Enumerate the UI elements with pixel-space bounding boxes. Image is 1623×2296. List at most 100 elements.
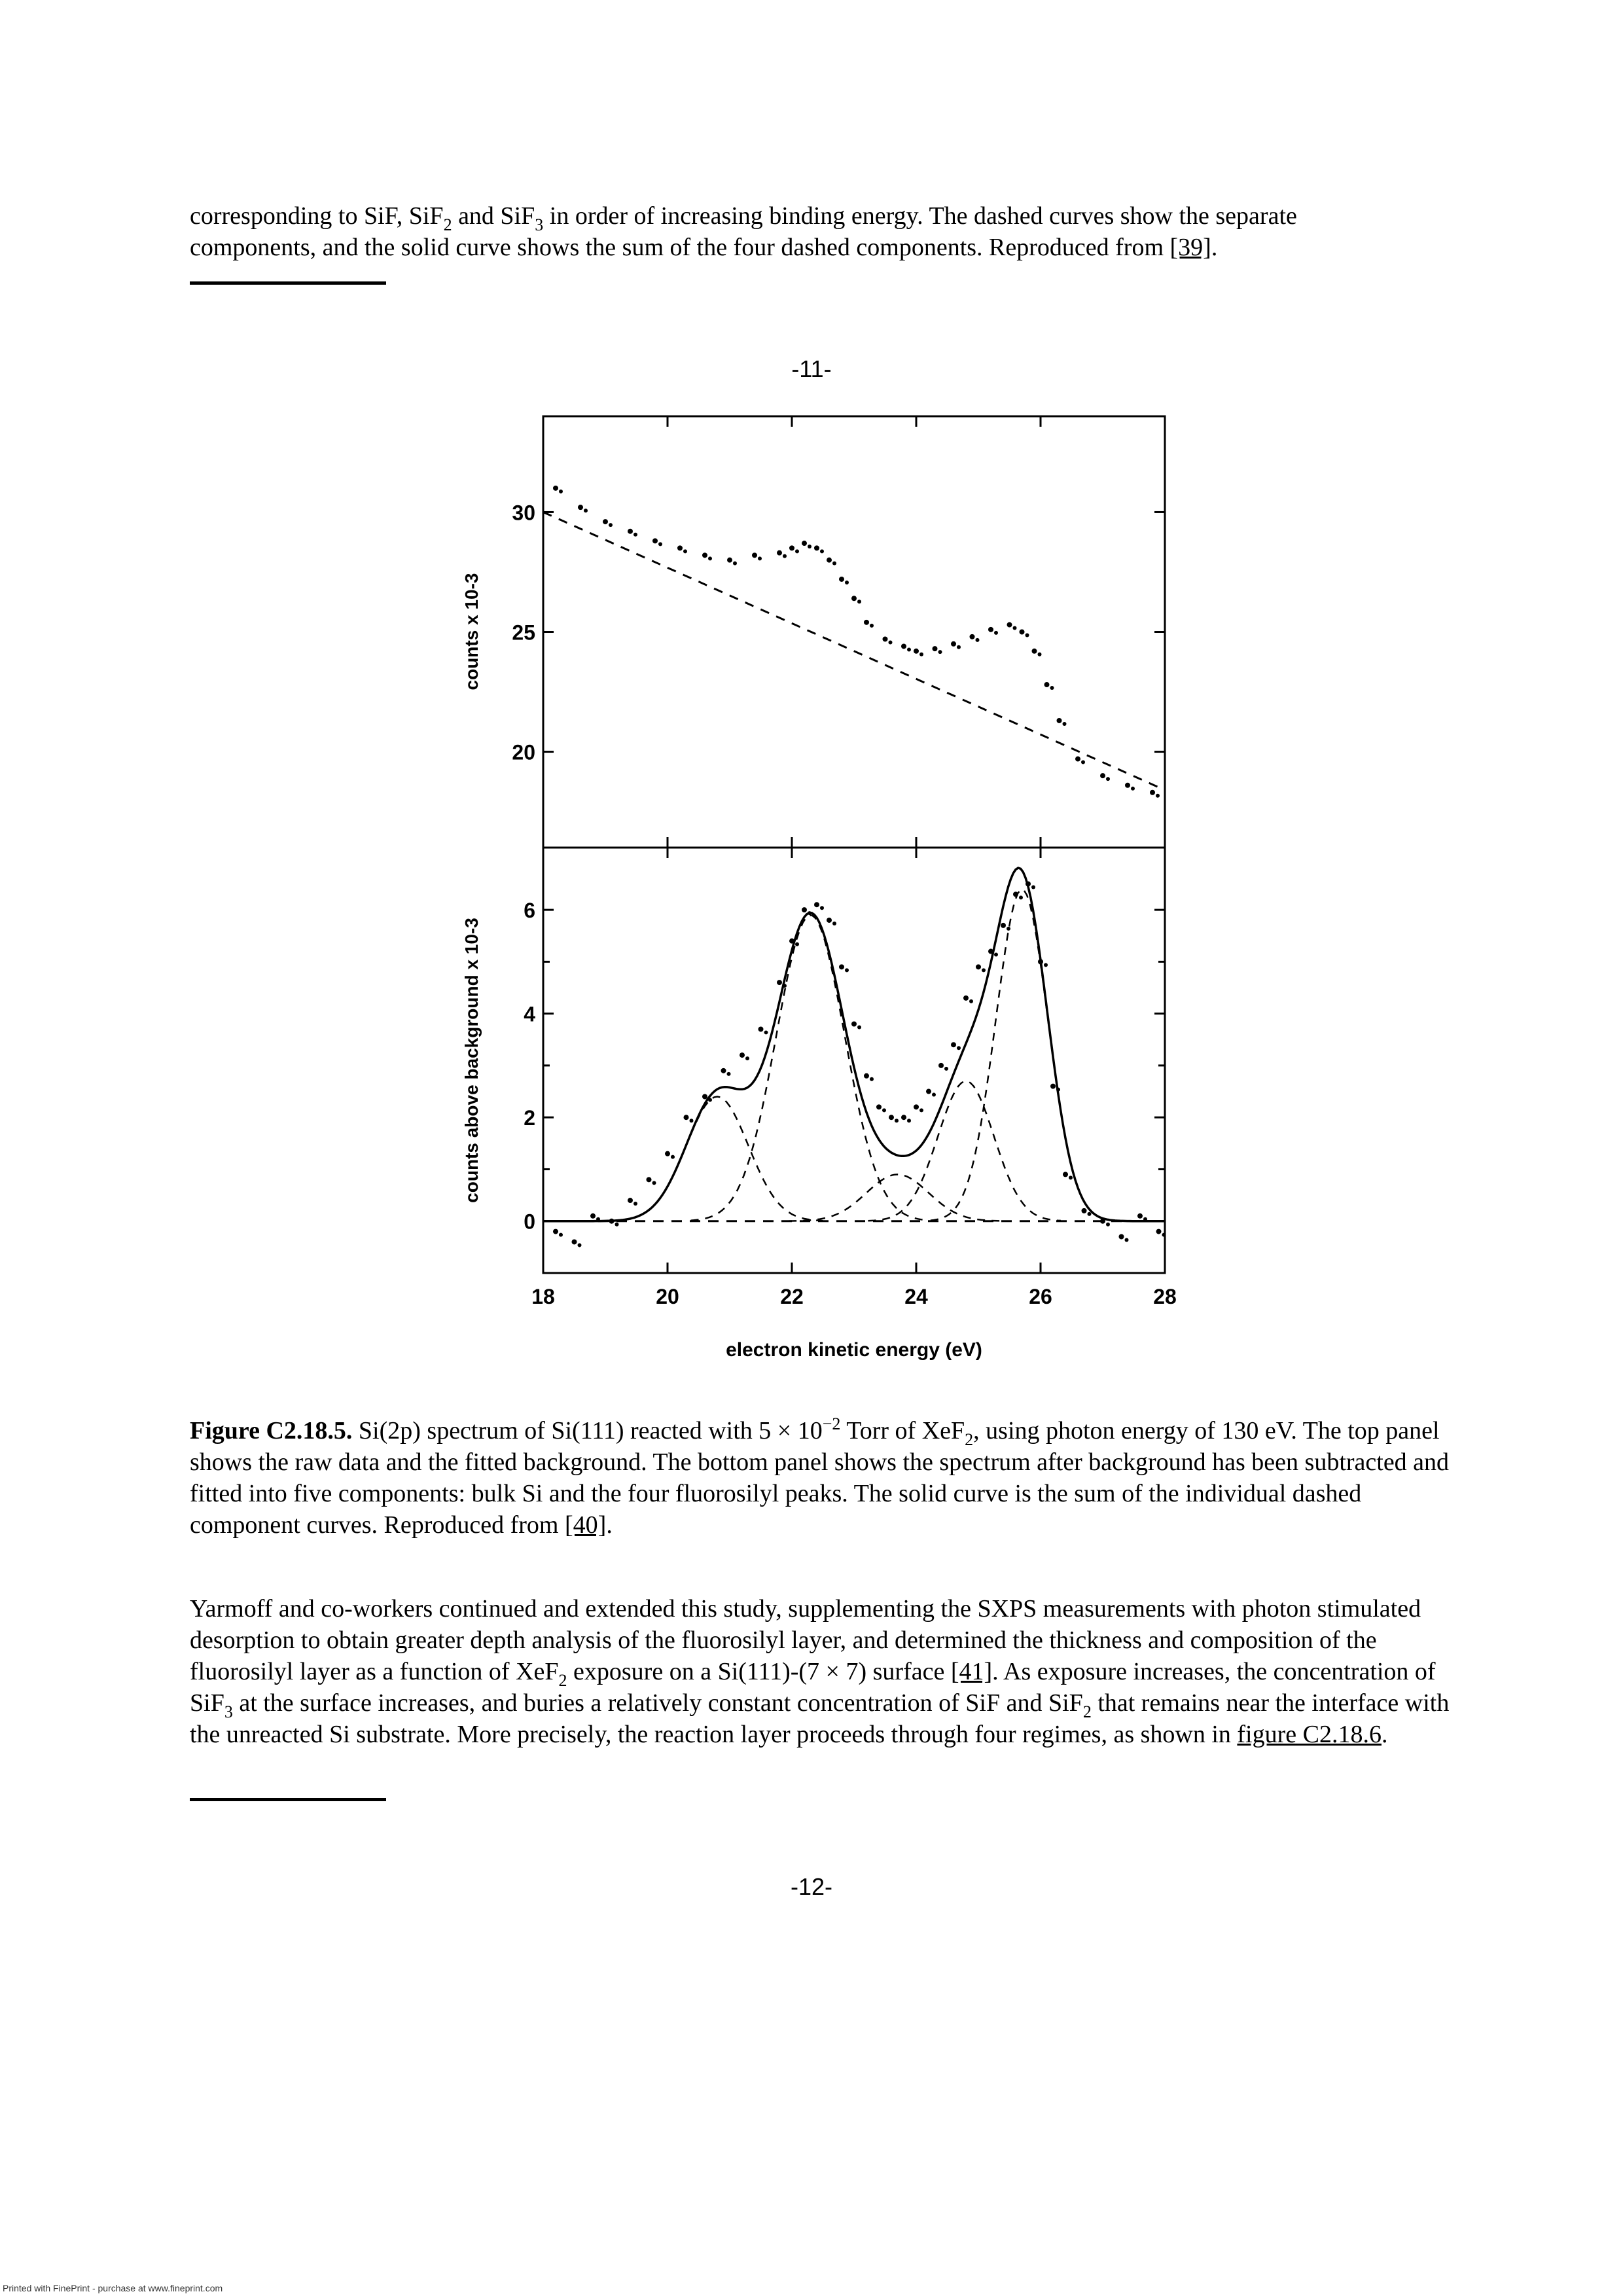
data-point (1013, 891, 1018, 897)
text-run: . As exposure increases, the concentrati… (190, 1658, 1436, 1717)
data-point (1007, 622, 1012, 628)
data-point (857, 600, 861, 604)
x-tick-label: 18 (531, 1285, 555, 1308)
data-point (957, 645, 961, 649)
reference-link-40[interactable]: [40] (565, 1511, 607, 1539)
data-point (1100, 773, 1105, 779)
data-point (814, 545, 819, 551)
data-point (740, 1052, 745, 1058)
data-point (975, 637, 980, 642)
subscript: 3 (535, 215, 544, 234)
subscript: 3 (224, 1702, 233, 1721)
background-fit-line (543, 511, 1166, 791)
data-point (1081, 1208, 1087, 1213)
data-point (727, 557, 732, 563)
figure-link-c2-18-6[interactable]: figure C2.18.6 (1237, 1721, 1382, 1748)
data-point (851, 596, 857, 601)
data-point (783, 554, 787, 558)
y-tick-label: 6 (524, 899, 535, 922)
data-point (845, 580, 849, 584)
component-peak (868, 1080, 1061, 1222)
page-number-lower: -12- (790, 1873, 833, 1900)
data-point (683, 1115, 689, 1121)
data-point (665, 1151, 670, 1157)
x-tick-label: 20 (656, 1285, 679, 1308)
data-point (689, 1119, 694, 1123)
data-point (982, 968, 986, 973)
data-point (820, 549, 824, 554)
data-point (994, 630, 998, 635)
data-point (976, 964, 981, 970)
data-point (609, 1218, 615, 1224)
data-point (733, 561, 737, 565)
component-peak (608, 1096, 823, 1222)
y-axis-label-bottom: counts above background x 10-3 (461, 918, 482, 1203)
data-point (646, 1177, 652, 1183)
data-point (559, 1232, 563, 1237)
data-point (553, 485, 558, 491)
body-paragraph: Yarmoff and co-workers continued and ext… (190, 1593, 1453, 1750)
data-point (1087, 1211, 1092, 1216)
reference-link-39[interactable]: [39] (1169, 234, 1211, 261)
data-point (957, 1046, 961, 1050)
text-run: exposure on a Si(111)-(7 × 7) surface (567, 1658, 951, 1685)
data-point (814, 902, 819, 908)
text-run: at the surface increases, and buries a r… (232, 1689, 1083, 1717)
data-point (951, 641, 956, 647)
data-point (603, 519, 608, 525)
data-point (590, 1213, 596, 1219)
subscript: 2 (443, 215, 452, 234)
data-point (1056, 1087, 1060, 1092)
data-point (777, 550, 782, 556)
data-point (1124, 1238, 1129, 1242)
data-point (708, 1098, 712, 1102)
data-point (745, 1056, 749, 1061)
data-point (1118, 1234, 1124, 1240)
page-number-upper: -11- (791, 355, 832, 382)
x-tick-label: 24 (904, 1285, 928, 1308)
data-point (795, 549, 799, 554)
x-tick-label: 26 (1029, 1285, 1052, 1308)
data-point (969, 999, 973, 1003)
data-point (1063, 1172, 1068, 1177)
superscript: −2 (822, 1414, 841, 1433)
data-point (888, 640, 893, 645)
data-point (832, 921, 836, 925)
data-point (988, 626, 993, 632)
data-point (683, 549, 687, 554)
data-point (938, 650, 942, 655)
data-point (1069, 1175, 1073, 1180)
data-point (1137, 1213, 1143, 1219)
reference-link-41[interactable]: [41] (950, 1658, 993, 1685)
data-point (1025, 633, 1029, 637)
data-point (658, 542, 662, 547)
data-point (969, 634, 975, 639)
data-point (795, 942, 799, 946)
section-rule (190, 281, 386, 285)
data-point (1050, 1083, 1056, 1089)
top-frame (542, 415, 1166, 849)
data-point (1007, 926, 1010, 931)
y-tick-label: 30 (512, 501, 535, 524)
data-point (951, 1042, 956, 1048)
data-point (708, 556, 712, 561)
data-point (1019, 895, 1023, 900)
data-point (1100, 1218, 1105, 1224)
y-tick-label: 0 (524, 1210, 535, 1234)
data-point (882, 636, 888, 642)
data-point (851, 1021, 857, 1027)
text-run: that remains near the interface with the… (190, 1689, 1450, 1748)
data-point (677, 545, 683, 551)
data-point (783, 984, 787, 988)
printer-footer: Printed with FinePrint - purchase at www… (3, 2283, 223, 2293)
data-point (652, 1181, 656, 1185)
data-point (870, 623, 874, 628)
data-point (1162, 1232, 1166, 1237)
data-point (702, 1094, 707, 1100)
data-point (876, 1104, 882, 1110)
data-point (864, 619, 869, 625)
data-point (938, 1062, 944, 1068)
